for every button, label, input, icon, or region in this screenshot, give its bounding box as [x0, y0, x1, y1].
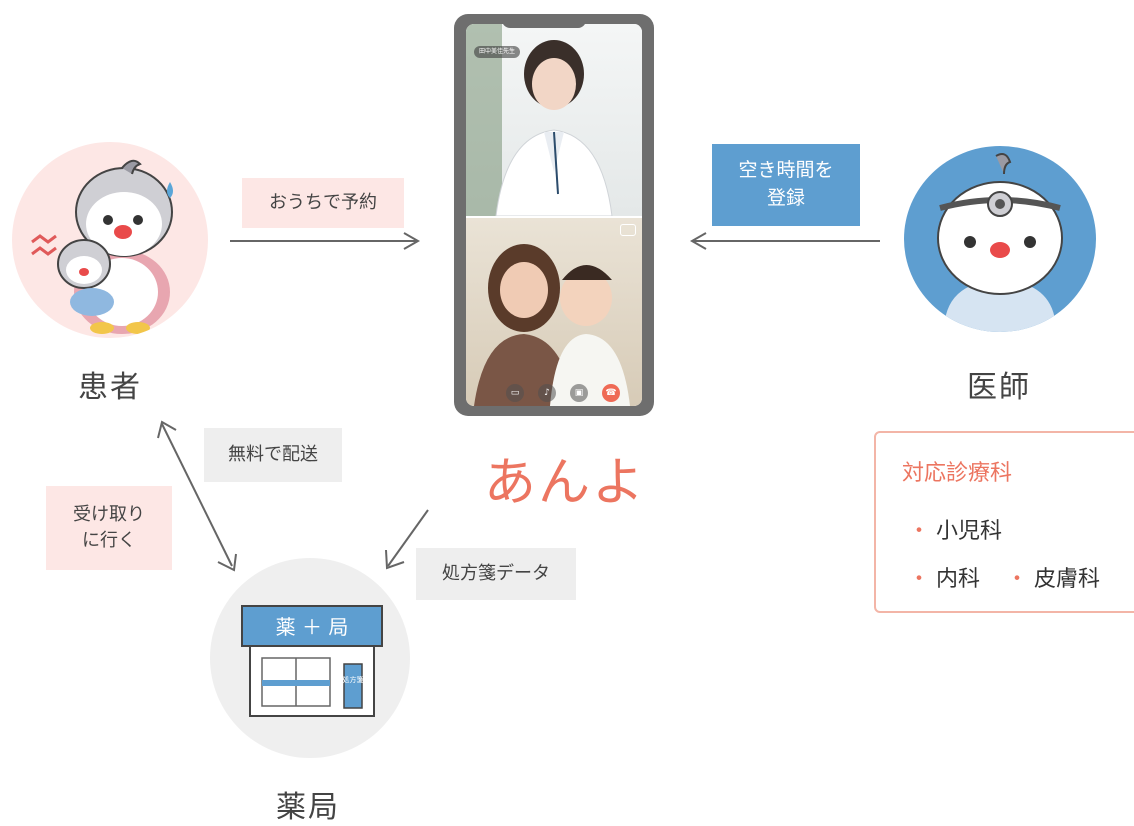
penguin-mother-icon	[31, 159, 173, 334]
patient-video	[466, 218, 642, 406]
arrow-right-icon	[230, 232, 421, 250]
arrow-down-left-icon	[385, 509, 429, 570]
register-slots-text: 空き時間を 登録	[738, 159, 834, 209]
doctor-label: 医師	[967, 370, 1031, 405]
app-brand-name: あんよ	[484, 453, 647, 513]
free-delivery-tag: 無料で配送	[204, 428, 342, 482]
bullet-icon: ・	[1006, 567, 1029, 592]
pharmacy-building-icon: 薬 ＋ 局 処方箋	[241, 605, 383, 717]
door-note-text: 処方箋	[343, 675, 364, 684]
microphone-icon[interactable]: ♪	[538, 384, 556, 402]
image-icon[interactable]: ▣	[570, 384, 588, 402]
call-controls: ▭ ♪ ▣ ☎	[506, 384, 636, 402]
departments-title: 対応診療科	[902, 461, 1013, 486]
doctor-photo-icon	[466, 24, 613, 217]
pickup-tag: 受け取り に行く	[46, 486, 172, 570]
camera-switch-icon[interactable]	[620, 224, 636, 236]
department-item: ・皮膚科	[1006, 567, 1101, 592]
department-item: ・小児科	[908, 519, 1003, 544]
register-slots-tag: 空き時間を 登録	[712, 144, 860, 226]
prescription-data-tag: 処方箋データ	[416, 548, 576, 600]
book-at-home-tag: おうちで予約	[242, 178, 404, 228]
double-arrow-icon	[157, 420, 237, 572]
video-camera-icon[interactable]: ▭	[506, 384, 524, 402]
departments-box: 対応診療科 ・小児科 ・内科 ・皮膚科	[874, 431, 1134, 613]
phone-notch	[502, 14, 586, 28]
pickup-text: 受け取り に行く	[73, 503, 145, 551]
patient-illustration	[12, 142, 208, 338]
patient-label: 患者	[78, 370, 142, 405]
end-call-icon[interactable]: ☎	[602, 384, 620, 402]
bullet-icon: ・	[908, 567, 931, 592]
penguin-doctor-icon	[937, 153, 1063, 332]
pharmacy-illustration: 薬 ＋ 局 処方箋	[210, 558, 410, 758]
phone-mockup: 田中美佳先生 ▭ ♪ ▣ ☎	[454, 14, 654, 416]
pharmacy-sign-text: 薬 ＋ 局	[276, 615, 349, 639]
bullet-icon: ・	[908, 519, 931, 544]
mother-child-photo-icon	[474, 244, 630, 406]
department-item: ・内科	[908, 567, 981, 592]
doctor-illustration	[904, 146, 1096, 332]
doctor-name-chip: 田中美佳先生	[474, 46, 521, 58]
arrow-left-icon	[689, 232, 880, 250]
pharmacy-label: 薬局	[276, 790, 340, 825]
phone-screen: 田中美佳先生 ▭ ♪ ▣ ☎	[466, 24, 642, 406]
